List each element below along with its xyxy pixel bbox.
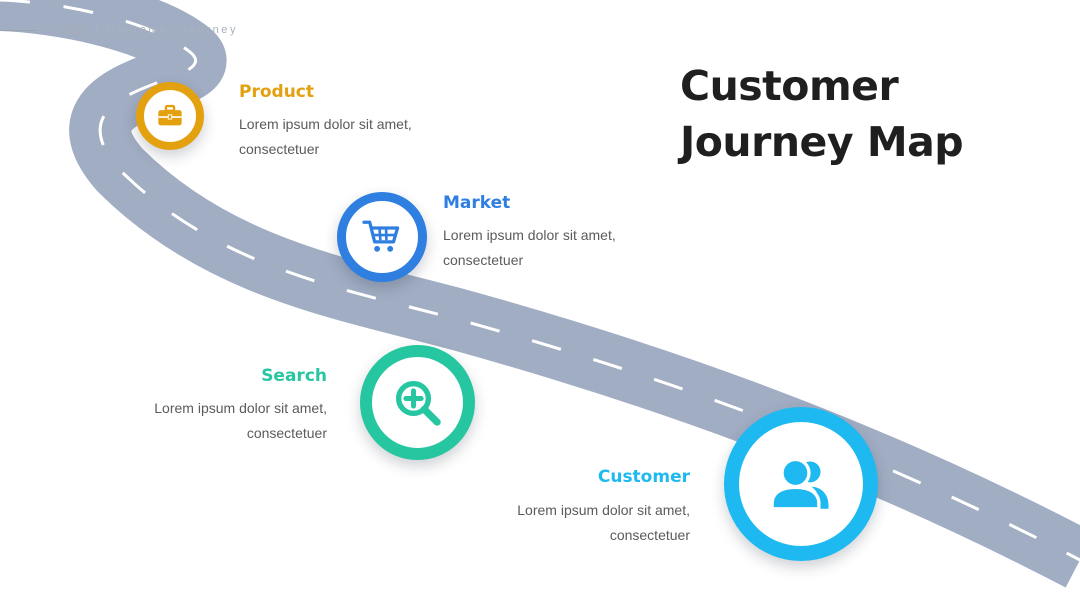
step-desc-market: Lorem ipsum dolor sit amet, consectetuer: [443, 223, 703, 273]
step-title-market: Market: [443, 193, 511, 213]
page-title-line1: Customer: [680, 62, 899, 110]
step-desc-line: consectetuer: [239, 141, 320, 157]
step-desc-product: Lorem ipsum dolor sit amet, consectetuer: [239, 112, 499, 162]
step-desc-line: Lorem ipsum dolor sit amet,: [517, 502, 690, 518]
step-desc-line: consectetuer: [609, 527, 690, 543]
step-title-product: Product: [239, 82, 314, 102]
step-node-customer: [724, 407, 878, 561]
step-desc-search: Lorem ipsum dolor sit amet, consectetuer: [67, 396, 327, 446]
step-desc-line: Lorem ipsum dolor sit amet,: [239, 116, 412, 132]
header-separator: |: [95, 24, 101, 36]
page-title: Customer Journey Map: [680, 58, 964, 170]
briefcase-icon: [158, 104, 182, 126]
step-desc-line: consectetuer: [443, 252, 524, 268]
step-node-product: [136, 82, 204, 150]
header-divider: [0, 30, 36, 31]
step-desc-line: Lorem ipsum dolor sit amet,: [154, 400, 327, 416]
header-year: 2023: [55, 24, 90, 36]
step-desc-line: Lorem ipsum dolor sit amet,: [443, 227, 616, 243]
step-node-search: [360, 345, 475, 460]
road-center-dash: [0, 0, 1080, 560]
step-desc-line: consectetuer: [246, 425, 327, 441]
step-node-market: [337, 192, 427, 282]
step-desc-customer: Lorem ipsum dolor sit amet, consectetuer: [430, 498, 690, 548]
header-subtitle: Customer Journey: [106, 24, 239, 36]
users-icon: [770, 457, 829, 511]
zoom-in-icon: [395, 380, 441, 426]
step-title-search: Search: [261, 366, 327, 386]
header-label: 2023 | Customer Journey: [55, 24, 238, 36]
shopping-cart-icon: [362, 220, 400, 252]
step-title-customer: Customer: [597, 467, 690, 487]
page-title-line2: Journey Map: [680, 118, 964, 166]
